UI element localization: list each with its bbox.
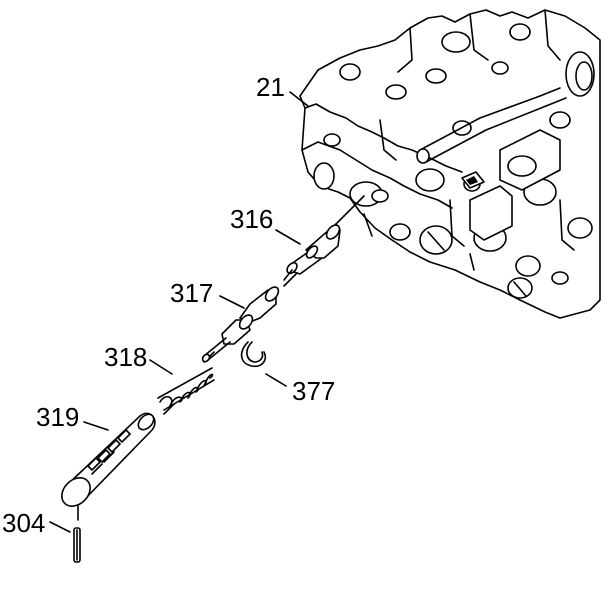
callout-317: 317 — [170, 278, 214, 308]
leader-lines — [49, 91, 309, 533]
callout-21: 21 — [256, 72, 285, 102]
retainer-377 — [240, 341, 267, 368]
spring-318 — [157, 367, 215, 411]
callout-304: 304 — [2, 508, 46, 538]
pin-304 — [73, 527, 81, 563]
callout-319: 319 — [36, 402, 80, 432]
valve-316 — [283, 223, 341, 281]
valve-317 — [201, 286, 280, 363]
bore-plug-319 — [61, 412, 156, 507]
valve-body — [299, 9, 601, 319]
callout-318: 318 — [104, 342, 148, 372]
callout-377: 377 — [292, 376, 336, 406]
callout-316: 316 — [230, 204, 274, 234]
